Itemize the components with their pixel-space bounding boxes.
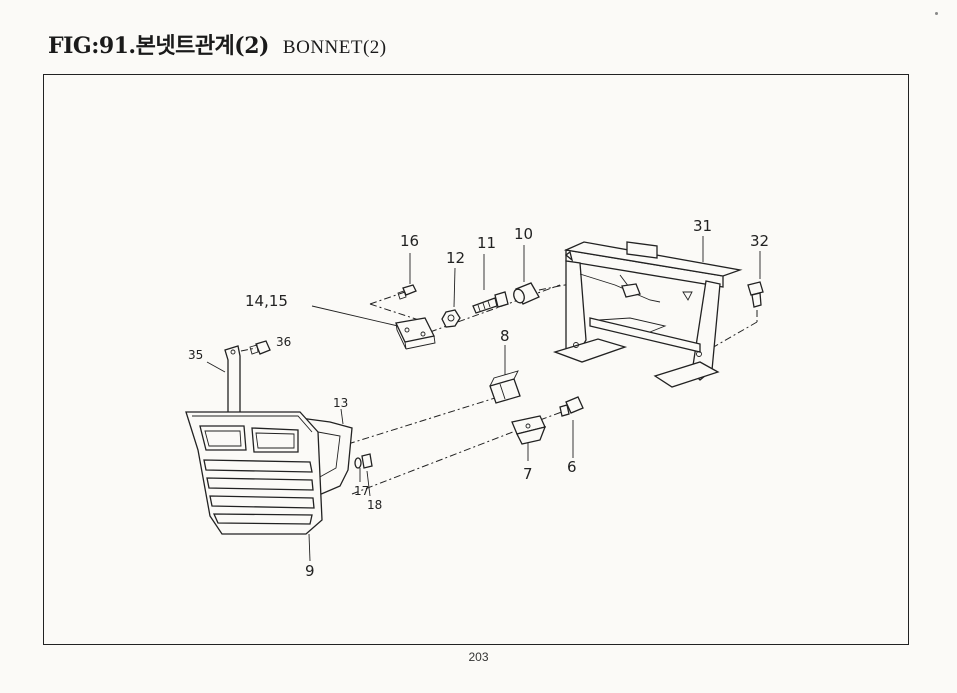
assembly-lines bbox=[240, 281, 758, 495]
bush-part-10 bbox=[513, 282, 540, 305]
callout-31: 31 bbox=[693, 217, 712, 235]
bolt-part-16 bbox=[397, 284, 417, 300]
bolt-part-32 bbox=[747, 281, 764, 308]
stud-part-11 bbox=[472, 291, 509, 314]
front-grille-part-9 bbox=[185, 411, 323, 535]
washer-part-17 bbox=[354, 457, 362, 469]
bolt-part-6 bbox=[559, 396, 584, 417]
callout-7: 7 bbox=[523, 465, 533, 483]
callout-10: 10 bbox=[514, 225, 533, 243]
stay-part-35 bbox=[224, 345, 241, 415]
leader-lines bbox=[206, 236, 761, 562]
figure-header: FIG:91.본넷트관계(2) BONNET(2) bbox=[48, 28, 387, 60]
nut-part-18 bbox=[361, 453, 373, 469]
callout-18: 18 bbox=[367, 498, 382, 512]
support-frame-31 bbox=[552, 241, 743, 388]
callout-9: 9 bbox=[305, 562, 315, 580]
diagram-frame bbox=[43, 74, 909, 645]
page-number: 203 bbox=[468, 650, 489, 664]
callout-labels: 16 11 10 12 31 32 14,15 36 35 8 13 7 6 1… bbox=[188, 217, 769, 580]
bolt-part-36 bbox=[249, 340, 271, 355]
callout-17: 17 bbox=[354, 484, 369, 498]
callout-12: 12 bbox=[446, 249, 465, 267]
scan-dot bbox=[935, 12, 938, 15]
bracket-plate-14-15 bbox=[395, 317, 436, 350]
figure-title: FIG:91.본넷트관계(2) bbox=[48, 33, 269, 59]
callout-11: 11 bbox=[477, 234, 496, 252]
callout-36: 36 bbox=[276, 335, 291, 349]
nut-part-12 bbox=[441, 309, 461, 328]
bracket-part-7 bbox=[511, 415, 547, 445]
callout-32: 32 bbox=[750, 232, 769, 250]
callout-35: 35 bbox=[188, 348, 203, 362]
callout-13: 13 bbox=[333, 396, 348, 410]
callout-6: 6 bbox=[567, 458, 577, 476]
clip-part-8 bbox=[489, 370, 521, 404]
callout-16: 16 bbox=[400, 232, 419, 250]
figure-subtitle: BONNET(2) bbox=[282, 37, 387, 58]
callout-14-15: 14,15 bbox=[245, 292, 288, 310]
callout-8: 8 bbox=[500, 327, 510, 345]
